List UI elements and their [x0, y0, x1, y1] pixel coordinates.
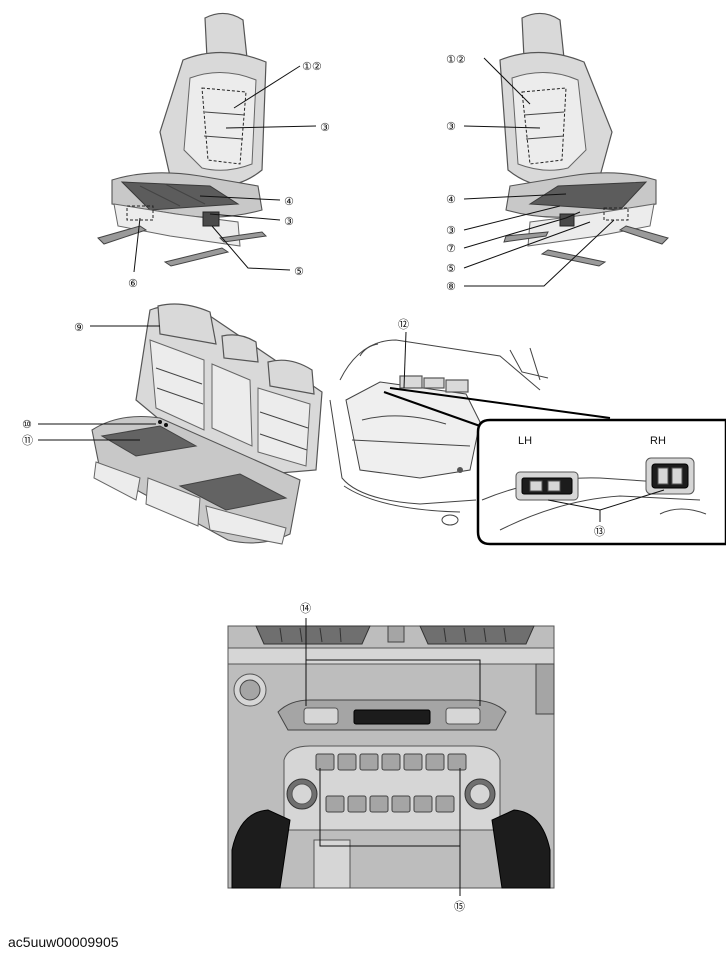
callout-1-2-left: ①②: [302, 60, 322, 73]
usb-inset: LH RH: [476, 418, 726, 546]
callout-12: ⑫: [398, 318, 409, 331]
inset-label-lh: LH: [518, 435, 532, 447]
callout-1-2-right: ①②: [446, 53, 466, 66]
callout-11: ⑪: [22, 434, 33, 447]
rear-seat-heater-left: [100, 425, 198, 457]
callout-3-left-cushion: ③: [284, 215, 294, 228]
callout-4-left: ④: [284, 195, 294, 208]
callout-3-left-seatback: ③: [320, 121, 330, 134]
right-seat-leaders: [463, 57, 615, 287]
seat-sensor-right: [603, 207, 629, 221]
callout-4-right: ④: [446, 193, 456, 206]
cargo-area: [329, 339, 549, 526]
seat-cushion-heater-left: [120, 181, 240, 211]
rear-seat-heater-right: [178, 473, 288, 511]
seat-cushion-heater-right: [528, 181, 648, 211]
callout-3-right-seatback: ③: [446, 120, 456, 133]
callout-5-left: ⑤: [294, 265, 304, 278]
front-seat-right: [499, 12, 669, 267]
inset-label-rh: RH: [650, 435, 666, 447]
callout-3-right-cushion: ③: [446, 224, 456, 237]
callout-13: ⑬: [594, 525, 605, 538]
callout-15: ⑮: [454, 900, 465, 913]
cargo-zoom-lines: [383, 331, 611, 427]
rear-seat-leaders: [38, 325, 160, 441]
callout-5-right: ⑤: [446, 262, 456, 275]
left-seat-leaders: [133, 65, 317, 273]
instrument-panel: [227, 625, 555, 889]
instrument-panel-leaders: [305, 618, 481, 896]
component-location-diagram: ①② ③ ④ ③ ⑤ ⑥ ①② ③ ④ ③ ⑦ ⑤ ⑧: [22, 12, 726, 913]
climate-buttons-top: [315, 753, 467, 771]
callout-10: ⑩: [22, 418, 32, 431]
rear-seat: [91, 303, 323, 545]
callout-14: ⑭: [300, 602, 311, 615]
seat-switch-left: [202, 211, 220, 227]
figure-code: ac5uuw00009905: [8, 934, 119, 950]
callout-6-left: ⑥: [128, 277, 138, 290]
front-seat-left: [97, 12, 268, 267]
callout-9: ⑨: [74, 321, 84, 334]
callout-7-right: ⑦: [446, 242, 456, 255]
climate-buttons-bottom: [325, 795, 455, 813]
seatback-heater-right: [521, 87, 567, 165]
callout-8-right: ⑧: [446, 280, 456, 293]
